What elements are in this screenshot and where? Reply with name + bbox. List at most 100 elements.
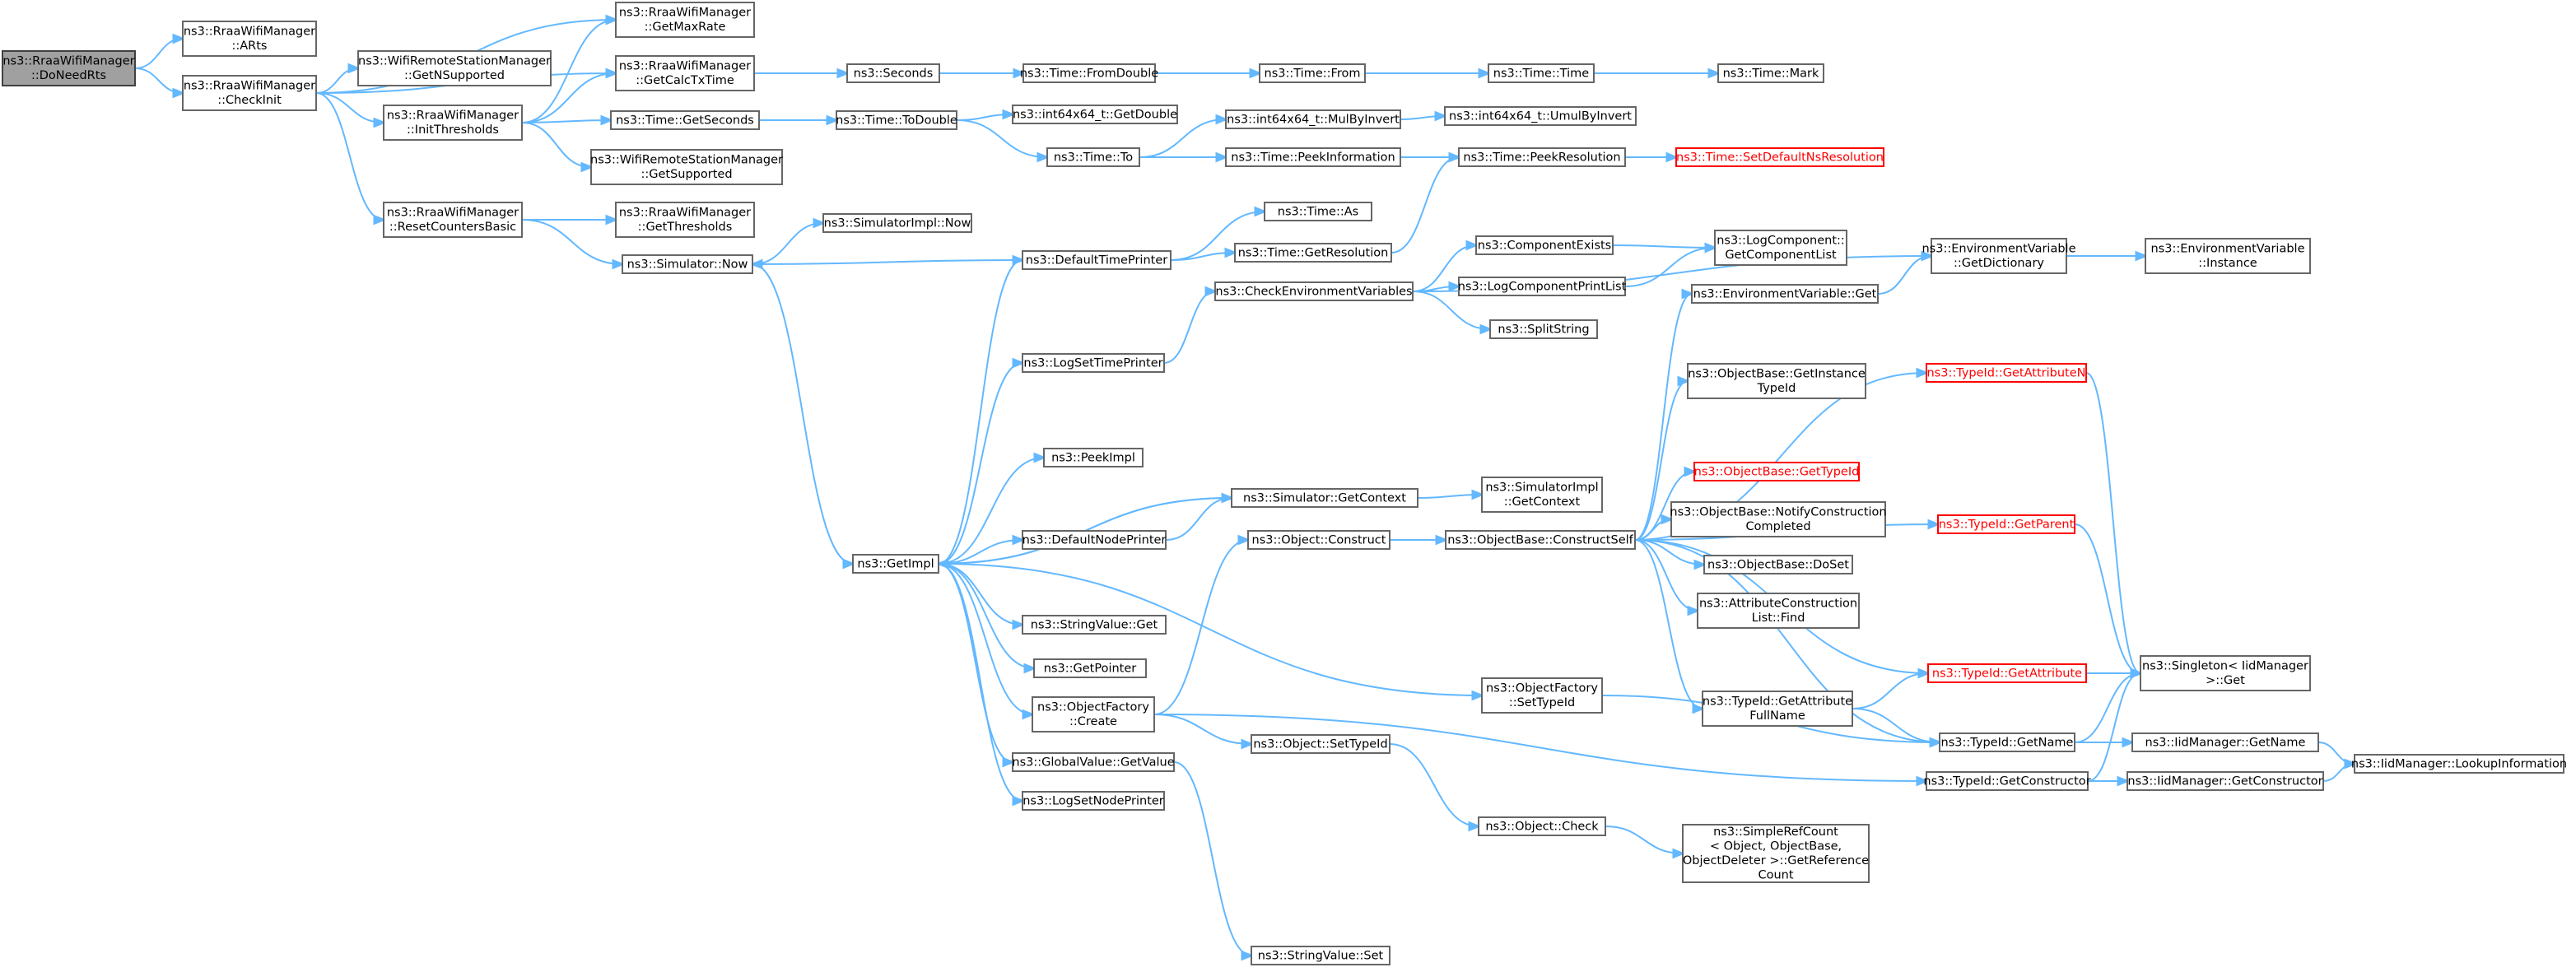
node-label: ns3::Time::SetDefaultNsResolution bbox=[1676, 151, 1884, 164]
node-label: ns3::RraaWifiManager bbox=[387, 207, 519, 220]
node-n44[interactable]: ns3::ObjectBase::ConstructSelf bbox=[1445, 530, 1636, 550]
node-n8[interactable]: ns3::Seconds bbox=[846, 63, 940, 83]
node-n21[interactable]: ns3::Time::SetDefaultNsResolution bbox=[1675, 147, 1884, 167]
node-n66[interactable]: ns3::LogSetNodePrinter bbox=[1022, 791, 1165, 811]
node-n16[interactable]: ns3::Time::To bbox=[1046, 147, 1140, 167]
node-label: ::GetNSupported bbox=[404, 69, 505, 82]
node-n67[interactable]: ns3::Object::Check bbox=[1478, 816, 1606, 836]
node-label: ns3::Time::PeekResolution bbox=[1463, 151, 1620, 164]
node-n30[interactable]: ns3::ComponentExists bbox=[1475, 235, 1614, 255]
node-n20[interactable]: ns3::Time::PeekResolution bbox=[1458, 147, 1626, 167]
node-n7[interactable]: ns3::RraaWifiManager::ResetCountersBasic bbox=[383, 202, 523, 238]
node-label: ns3::LogComponent:: bbox=[1717, 235, 1845, 248]
node-n11[interactable]: ns3::Time::Time bbox=[1488, 63, 1595, 83]
node-n46[interactable]: ns3::ObjectBase::GetTypeId bbox=[1693, 462, 1860, 481]
node-n25[interactable]: ns3::Simulator::Now bbox=[622, 254, 753, 274]
node-n59[interactable]: ns3::TypeId::GetName bbox=[1939, 732, 2075, 752]
node-n48[interactable]: ns3::ObjectBase::DoSet bbox=[1703, 555, 1853, 574]
node-box bbox=[1251, 946, 1390, 965]
node-label: ns3::TypeId::GetAttributeN bbox=[1926, 366, 2085, 379]
node-box bbox=[852, 554, 939, 574]
node-n12[interactable]: ns3::Time::Mark bbox=[1717, 63, 1824, 83]
node-label: ::ResetCountersBasic bbox=[389, 221, 516, 234]
node-n1[interactable]: ns3::RraaWifiManager::ARts bbox=[182, 21, 317, 57]
node-n9[interactable]: ns3::Time::FromDouble bbox=[1020, 63, 1158, 83]
node-n69[interactable]: ns3::StringValue::Set bbox=[1251, 946, 1390, 965]
node-n53[interactable]: ns3::Singleton< IidManager>::Get bbox=[2140, 655, 2311, 691]
node-n28[interactable]: ns3::Time::GetResolution bbox=[1234, 243, 1392, 263]
node-n37[interactable]: ns3::LogSetTimePrinter bbox=[1022, 353, 1165, 373]
node-n2[interactable]: ns3::RraaWifiManager::CheckInit bbox=[182, 75, 317, 111]
node-n36[interactable]: ns3::EnvironmentVariable::Get bbox=[1691, 284, 1879, 304]
node-label: ns3::Time::To bbox=[1054, 151, 1133, 164]
node-n32[interactable]: ns3::LogComponentPrintList bbox=[1458, 277, 1627, 296]
node-n38[interactable]: ns3::PeekImpl bbox=[1043, 448, 1144, 467]
node-n35[interactable]: ns3::EnvironmentVariable::Instance bbox=[2145, 238, 2311, 274]
node-n0[interactable]: ns3::RraaWifiManager::DoNeedRts bbox=[2, 50, 136, 86]
node-n47[interactable]: ns3::ObjectBase::NotifyConstructionCompl… bbox=[1670, 501, 1887, 537]
node-box bbox=[1022, 250, 1172, 270]
node-n52[interactable]: ns3::TypeId::GetAttribute bbox=[1927, 663, 2087, 683]
node-label: ObjectDeleter >::GetReference bbox=[1683, 854, 1869, 867]
node-box bbox=[1445, 530, 1636, 550]
node-n43[interactable]: ns3::Object::Construct bbox=[1247, 530, 1390, 550]
node-n41[interactable]: ns3::SimulatorImpl::GetContext bbox=[1481, 477, 1603, 513]
edge-n44-n45 bbox=[1634, 381, 1688, 541]
node-n64[interactable]: ns3::TypeId::GetConstructor bbox=[1923, 771, 2091, 791]
node-n22[interactable]: ns3::WifiRemoteStationManager::GetSuppor… bbox=[590, 149, 783, 185]
edge-n56-n64 bbox=[1153, 714, 1926, 781]
node-n13[interactable]: ns3::Time::GetSeconds bbox=[610, 110, 760, 130]
edge-n44-n59 bbox=[1634, 539, 1940, 742]
node-n62[interactable]: ns3::GlobalValue::GetValue bbox=[1012, 752, 1175, 772]
node-n55[interactable]: ns3::GetPointer bbox=[1033, 658, 1147, 678]
node-n26[interactable]: ns3::Time::As bbox=[1264, 202, 1372, 221]
node-n50[interactable]: ns3::TypeId::GetAttributeN bbox=[1926, 363, 2087, 383]
node-n51[interactable]: ns3::TypeId::GetParent bbox=[1937, 514, 2075, 534]
node-n63[interactable]: ns3::Object::SetTypeId bbox=[1251, 734, 1390, 754]
node-n34[interactable]: ns3::EnvironmentVariable::GetDictionary bbox=[1922, 238, 2076, 274]
node-n10[interactable]: ns3::Time::From bbox=[1259, 63, 1366, 83]
node-n17[interactable]: ns3::int64x64_t::MulByInvert bbox=[1225, 109, 1401, 129]
node-box bbox=[2126, 771, 2324, 791]
node-n65[interactable]: ns3::IidManager::GetConstructor bbox=[2126, 771, 2324, 791]
edge-n37-n29 bbox=[1163, 291, 1215, 364]
node-label: ns3::LogComponentPrintList bbox=[1458, 280, 1627, 293]
node-n61[interactable]: ns3::IidManager::LookupInformation bbox=[2351, 754, 2567, 774]
node-n60[interactable]: ns3::IidManager::GetName bbox=[2131, 732, 2319, 752]
node-n40[interactable]: ns3::Simulator::GetContext bbox=[1231, 488, 1418, 508]
node-n15[interactable]: ns3::int64x64_t::GetDouble bbox=[1012, 105, 1178, 124]
node-n68[interactable]: ns3::SimpleRefCount< Object, ObjectBase,… bbox=[1682, 824, 1870, 883]
node-n5[interactable]: ns3::RraaWifiManager::GetCalcTxTime bbox=[615, 55, 755, 91]
node-box bbox=[1714, 230, 1847, 266]
node-n4[interactable]: ns3::WifiRemoteStationManager::GetNSuppo… bbox=[357, 50, 552, 86]
node-n27[interactable]: ns3::DefaultTimePrinter bbox=[1022, 250, 1172, 270]
node-label: ns3::EnvironmentVariable::Get bbox=[1693, 287, 1877, 300]
node-n19[interactable]: ns3::Time::PeekInformation bbox=[1225, 147, 1401, 167]
edge-n27-n28 bbox=[1170, 253, 1235, 261]
node-n42[interactable]: ns3::DefaultNodePrinter bbox=[1022, 530, 1167, 550]
edge-n6-n3 bbox=[521, 20, 616, 123]
node-box bbox=[1234, 243, 1392, 263]
node-n39[interactable]: ns3::GetImpl bbox=[852, 554, 939, 574]
node-label: ns3::IidManager::GetConstructor bbox=[2127, 774, 2322, 788]
node-n24[interactable]: ns3::SimulatorImpl::Now bbox=[822, 213, 972, 233]
node-n31[interactable]: ns3::LogComponent::GetComponentList bbox=[1714, 230, 1847, 266]
node-n14[interactable]: ns3::Time::ToDouble bbox=[836, 110, 957, 130]
node-n33[interactable]: ns3::SplitString bbox=[1489, 319, 1598, 339]
edge-n28-n20 bbox=[1390, 157, 1459, 253]
node-n3[interactable]: ns3::RraaWifiManager::GetMaxRate bbox=[615, 2, 755, 38]
node-label: ns3::StringValue::Set bbox=[1258, 949, 1384, 962]
node-n57[interactable]: ns3::ObjectFactory::SetTypeId bbox=[1481, 677, 1603, 714]
edge-n0-n2 bbox=[134, 67, 183, 93]
node-n29[interactable]: ns3::CheckEnvironmentVariables bbox=[1214, 281, 1414, 301]
node-n54[interactable]: ns3::StringValue::Get bbox=[1022, 615, 1167, 635]
node-box bbox=[1043, 448, 1144, 467]
node-n6[interactable]: ns3::RraaWifiManager::InitThresholds bbox=[383, 105, 523, 141]
node-label: ns3::RraaWifiManager bbox=[619, 207, 751, 220]
node-n56[interactable]: ns3::ObjectFactory::Create bbox=[1032, 696, 1155, 732]
node-n18[interactable]: ns3::int64x64_t::UmulByInvert bbox=[1444, 106, 1637, 126]
node-n23[interactable]: ns3::RraaWifiManager::GetThresholds bbox=[615, 202, 755, 238]
